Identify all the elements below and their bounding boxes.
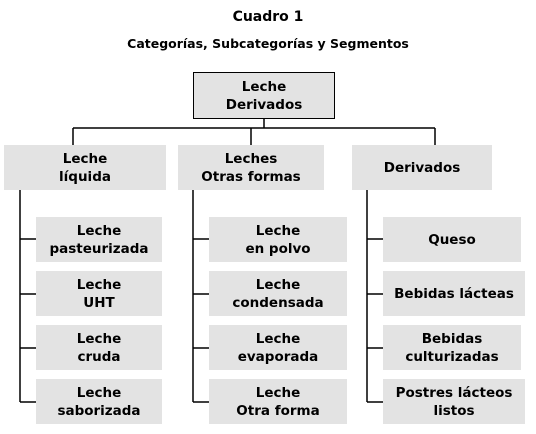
- segment-node: Queso: [383, 217, 521, 262]
- category-node-otras-formas: Leches Otras formas: [178, 145, 324, 190]
- category-node-derivados: Derivados: [352, 145, 492, 190]
- segment-node: Leche saborizada: [36, 379, 162, 424]
- segment-node: Leche cruda: [36, 325, 162, 370]
- diagram-title: Cuadro 1: [232, 9, 304, 25]
- category-node-liquida: Leche líquida: [4, 145, 166, 190]
- segment-node: Bebidas culturizadas: [383, 325, 521, 370]
- segment-node: Leche en polvo: [209, 217, 347, 262]
- segment-node: Leche Otra forma: [209, 379, 347, 424]
- diagram-subtitle: Categorías, Subcategorías y Segmentos: [127, 36, 409, 51]
- segment-node: Leche pasteurizada: [36, 217, 162, 262]
- segment-node: Bebidas lácteas: [383, 271, 525, 316]
- segment-node: Postres lácteos listos: [383, 379, 525, 424]
- root-node: Leche Derivados: [193, 72, 335, 119]
- segment-node: Leche UHT: [36, 271, 162, 316]
- segment-node: Leche evaporada: [209, 325, 347, 370]
- segment-node: Leche condensada: [209, 271, 347, 316]
